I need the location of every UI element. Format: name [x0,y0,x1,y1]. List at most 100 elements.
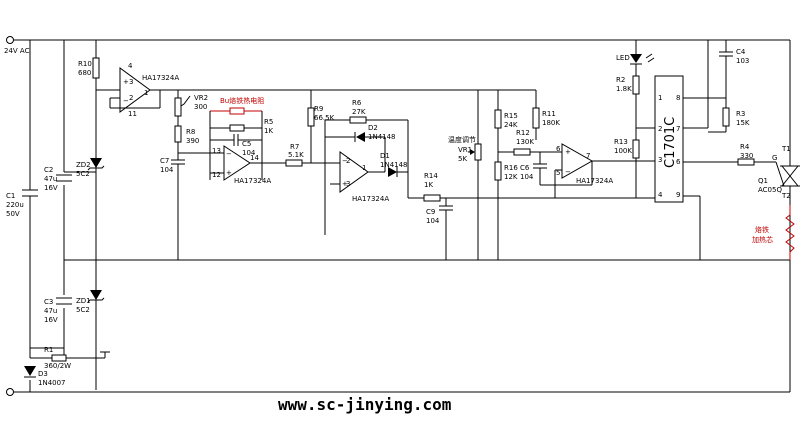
svg-text:D2: D2 [368,124,378,132]
svg-text:T2: T2 [781,192,791,200]
svg-text:9: 9 [676,191,680,199]
svg-text:2: 2 [129,94,133,102]
u2-part-label: HA17324A [234,177,271,185]
resistor-r14: R14 1K [408,172,655,202]
svg-text:T1: T1 [781,145,791,153]
svg-text:加热芯: 加热芯 [752,235,773,244]
svg-text:104: 104 [242,149,256,157]
svg-text:1: 1 [144,89,148,97]
resistor-r9: R9 66.5K [307,90,335,163]
svg-text:47u: 47u [44,307,57,315]
svg-text:1N4148: 1N4148 [368,133,396,141]
svg-text:−: − [123,97,129,105]
svg-text:1N4148: 1N4148 [380,161,408,169]
svg-text:ZD1: ZD1 [76,297,91,305]
power-rails [14,39,791,393]
resistor-r3: R3 15K [708,107,750,133]
svg-text:R12: R12 [516,129,530,137]
u3-part-label: HA17324A [352,195,389,203]
capacitor-c2: C2 47u 16V [44,166,72,192]
svg-text:1: 1 [362,164,366,172]
triac-q1: T1 G T2 Q1 AC05Q [758,145,800,205]
svg-text:3: 3 [658,156,662,164]
ic-c1701c: C1701C 1 2 3 4 9 6 7 8 [654,40,738,260]
svg-text:−: − [342,157,348,165]
diode-d2: D2 1N4148 [325,124,396,142]
capacitor-c6: C6 104 [520,152,592,186]
svg-text:C3: C3 [44,298,53,306]
thermistor-rt: Bu烙铁热电阻 [210,96,264,115]
opamp-u1: + − 4 3 2 11 1 HA17324A [109,62,179,118]
ground-symbol [100,351,110,358]
svg-text:1K: 1K [264,127,273,135]
svg-text:R9: R9 [314,105,323,113]
svg-text:5.1K: 5.1K [288,151,304,159]
opamp-u3: − + 2 3 1 HA17324A [339,137,389,203]
svg-text:LED: LED [616,54,630,62]
heater-element: 烙铁 加热芯 [752,205,795,260]
svg-text:104: 104 [426,217,440,225]
svg-text:680: 680 [78,69,91,77]
svg-text:C4: C4 [736,48,746,56]
svg-text:2: 2 [346,157,350,165]
svg-text:G: G [772,154,777,162]
ic-part-label: C1701C [663,117,678,168]
svg-text:13: 13 [212,147,221,155]
svg-text:R6: R6 [352,99,362,107]
svg-text:104: 104 [160,166,174,174]
svg-text:+: + [342,180,348,188]
svg-text:D1: D1 [380,152,390,160]
svg-text:3: 3 [346,180,350,188]
svg-text:C6: C6 [520,164,530,172]
svg-text:C9: C9 [426,208,435,216]
svg-text:1N4007: 1N4007 [38,379,66,387]
svg-text:14: 14 [250,154,259,162]
temperature-potentiometer-vr1: 温度调节 VR1 5K [448,90,482,260]
svg-text:330: 330 [740,152,753,160]
svg-text:1.8K: 1.8K [616,85,632,93]
svg-text:5: 5 [556,169,560,177]
input-voltage-label: 24V AC [4,47,30,55]
svg-text:50V: 50V [6,210,20,218]
svg-text:R11: R11 [542,110,556,118]
svg-text:5K: 5K [458,155,467,163]
capacitor-c9: C9 104 [426,198,453,260]
input-terminals: 24V AC [4,36,30,396]
svg-text:C5: C5 [242,140,251,148]
svg-text:12K: 12K [504,173,518,181]
svg-text:6: 6 [556,145,561,153]
svg-text:Bu烙铁热电阻: Bu烙铁热电阻 [220,96,264,105]
svg-text:1: 1 [658,94,662,102]
svg-text:5C2: 5C2 [76,170,90,178]
svg-text:4: 4 [658,191,663,199]
svg-text:R1: R1 [44,346,53,354]
svg-text:100K: 100K [614,147,632,155]
svg-text:1K: 1K [424,181,433,189]
svg-text:47u: 47u [44,175,57,183]
svg-text:+: + [226,169,232,177]
resistor-r16: R16 12K [494,161,518,260]
svg-text:3: 3 [129,78,133,86]
diode-d3: D3 1N4007 [24,366,66,387]
svg-text:C2: C2 [44,166,53,174]
diode-d1: D1 1N4148 [380,120,409,198]
svg-text:16V: 16V [44,316,58,324]
svg-text:R15: R15 [504,112,518,120]
u1-part-label: HA17324A [142,74,179,82]
resistor-r2: R2 1.8K [616,64,655,140]
svg-text:24K: 24K [504,121,518,129]
svg-text:11: 11 [128,110,137,118]
resistor-r10: R10 680 [78,57,100,79]
svg-text:130K: 130K [516,138,534,146]
vr1-function-label: 温度调节 [448,135,476,144]
svg-text:360/2W: 360/2W [44,362,71,370]
svg-text:180K: 180K [542,119,560,127]
opamp-u2: − + 13 12 14 HA17324A [178,145,286,185]
resistor-r13: R13 100K [614,138,640,198]
svg-text:R16: R16 [504,164,518,172]
zener-zd2: ZD2 5C2 [76,158,105,185]
capacitor-c7: C7 104 [160,152,185,260]
svg-text:AC05Q: AC05Q [758,186,782,194]
svg-text:104: 104 [520,173,534,181]
svg-text:12: 12 [212,171,221,179]
